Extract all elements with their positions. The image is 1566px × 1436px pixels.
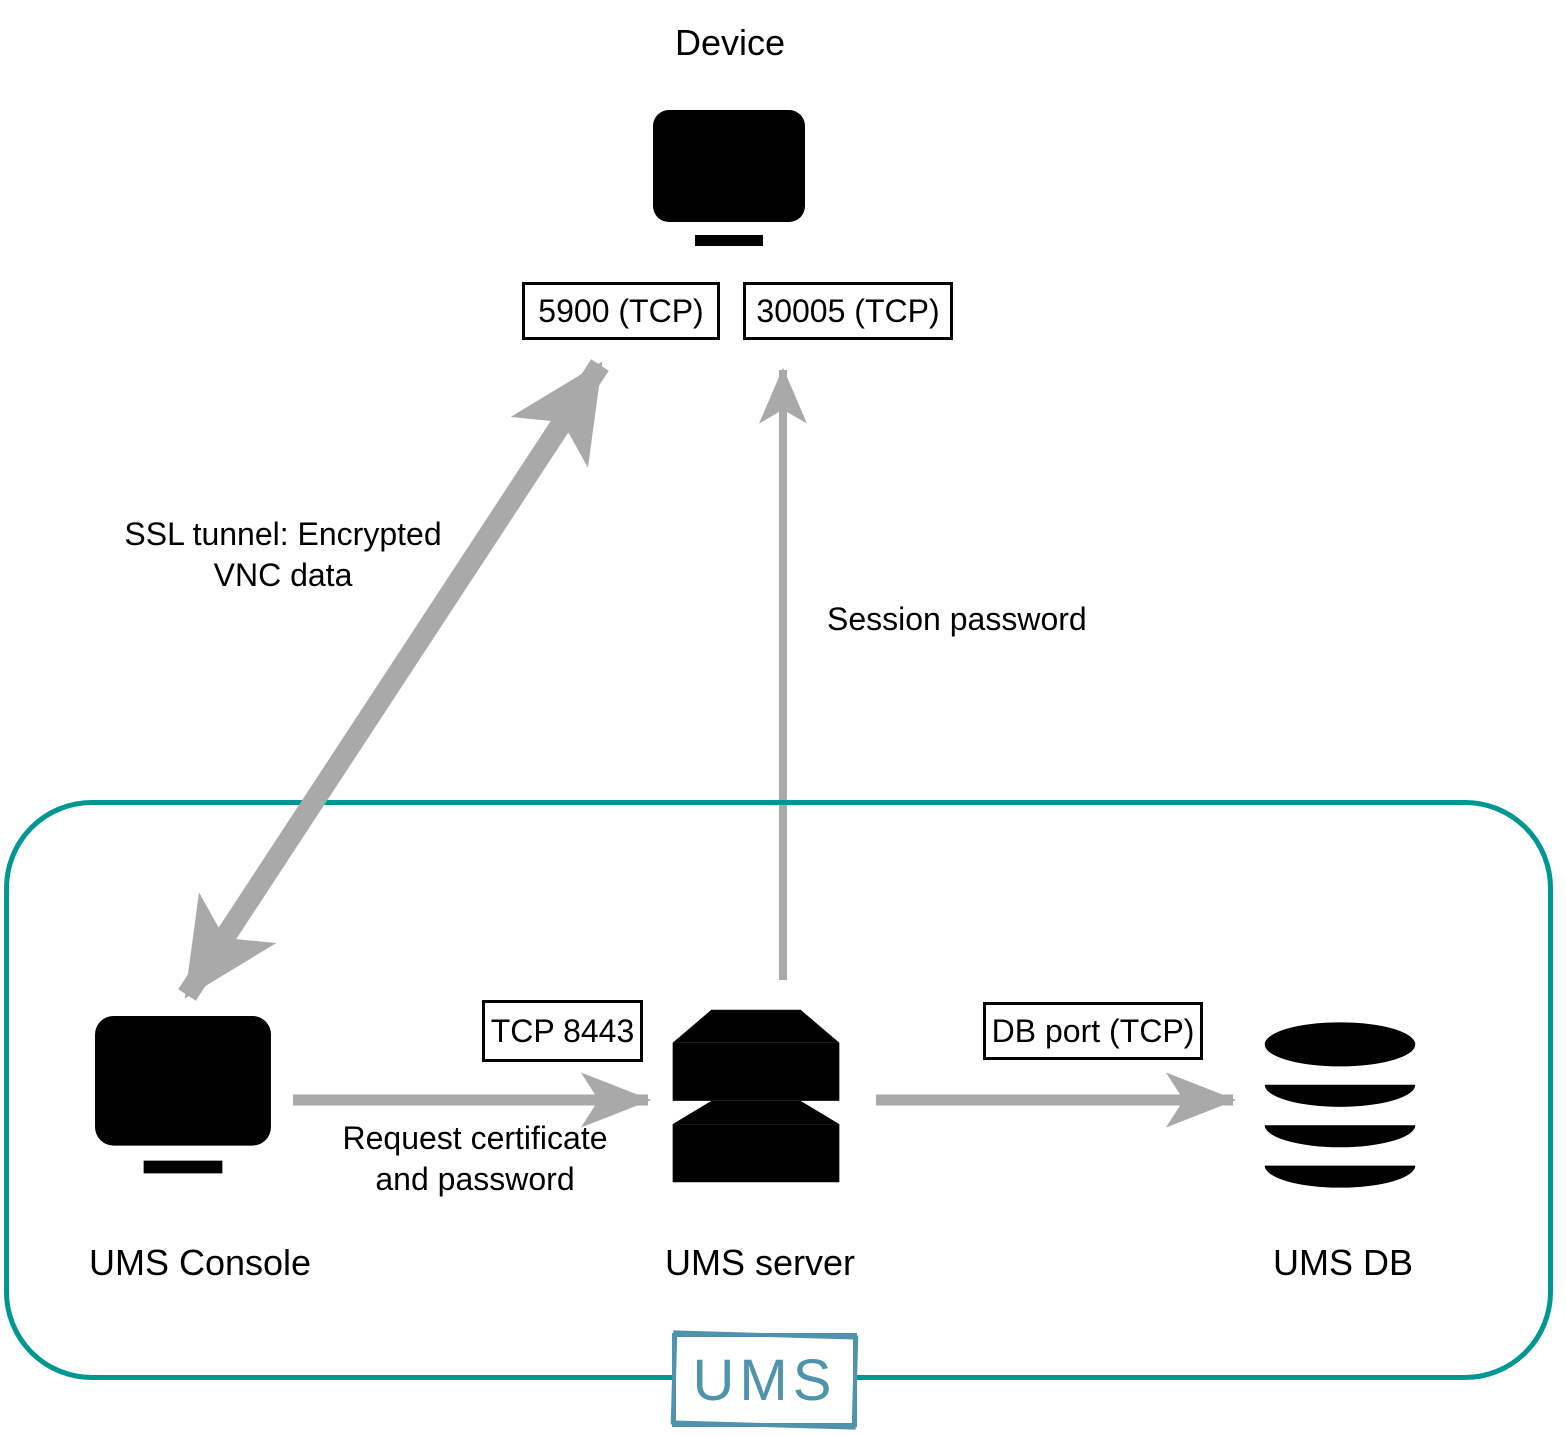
ssl-tunnel-arrow	[178, 359, 609, 1001]
device-monitor-icon	[647, 104, 811, 250]
ums-server-icon	[659, 1002, 853, 1190]
ums-db-label: UMS DB	[1272, 1242, 1414, 1283]
ums-console-icon	[88, 1009, 278, 1178]
ums-server-label: UMS server	[664, 1242, 856, 1283]
ssl-tunnel-label-line1: SSL tunnel: Encrypted	[124, 516, 442, 552]
session-password-label: Session password	[827, 601, 1087, 637]
port-db-box: DB port (TCP)	[983, 1002, 1203, 1060]
ums-logo: UMS	[672, 1333, 857, 1427]
ums-db-icon	[1248, 1015, 1432, 1195]
request-certificate-label-line1: Request certificate	[342, 1120, 608, 1156]
port-8443-box: TCP 8443	[482, 1000, 643, 1062]
port-5900-box: 5900 (TCP)	[522, 282, 720, 340]
request-certificate-label-line2: and password	[375, 1161, 575, 1197]
ums-logo-label: UMS	[692, 1347, 837, 1413]
ssl-tunnel-label-line2: VNC data	[213, 557, 353, 593]
ssl-tunnel-label: SSL tunnel: Encrypted VNC data	[124, 514, 441, 596]
port-30005-box: 30005 (TCP)	[743, 282, 953, 340]
request-certificate-label: Request certificate and password	[342, 1118, 607, 1200]
device-label: Device	[674, 22, 786, 63]
ums-console-label: UMS Console	[88, 1242, 312, 1283]
